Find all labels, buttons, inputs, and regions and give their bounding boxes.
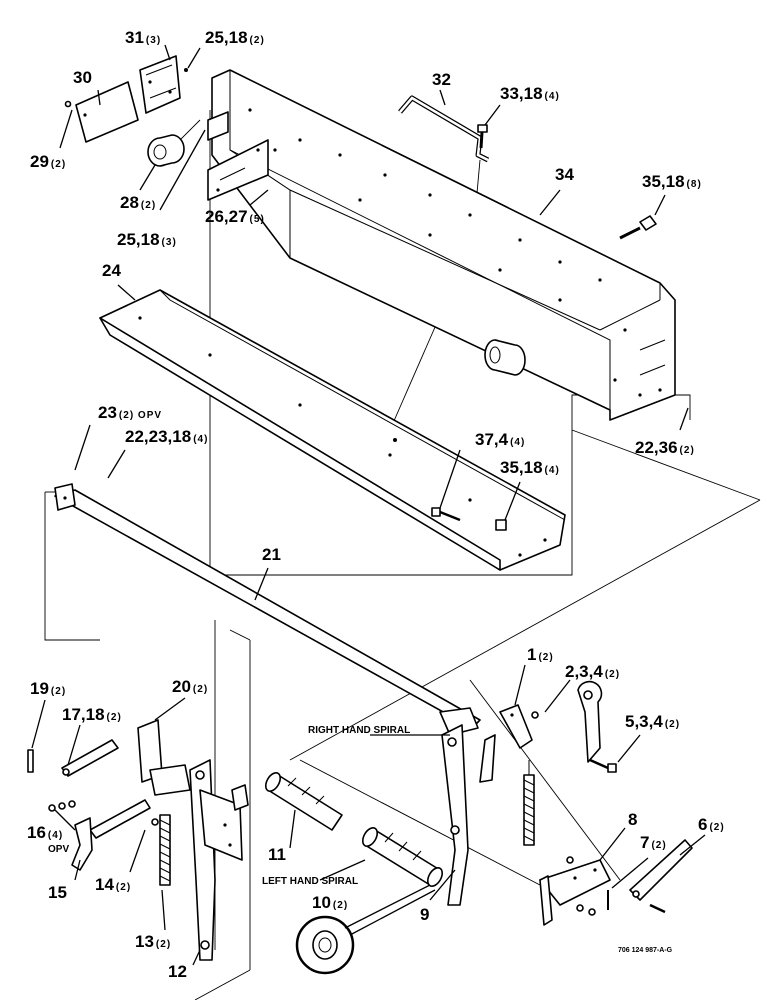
spring-19 bbox=[27, 749, 34, 773]
channel-roller bbox=[484, 339, 526, 376]
callout-32: 32 bbox=[432, 70, 451, 89]
bracket-31 bbox=[139, 55, 188, 114]
lever-9 bbox=[441, 724, 496, 906]
callout-15: 15 bbox=[48, 883, 67, 902]
bracket-plate-left bbox=[199, 784, 249, 861]
callout-2-3-4: 2,3,4(2) bbox=[565, 662, 620, 681]
bolt-5 bbox=[589, 758, 617, 773]
callout-labels: 31(3) 25,18(2) 30 29(2) 28(2) 25,18(3) 2… bbox=[27, 28, 725, 981]
callout-31: 31(3) bbox=[125, 28, 161, 47]
nut-2 bbox=[531, 711, 539, 719]
callout-22-23-18: 22,23,18(4) bbox=[125, 427, 208, 446]
callout-35-18-low: 35,18(4) bbox=[500, 458, 560, 477]
callout-37-4: 37,4(4) bbox=[475, 430, 525, 449]
bracket-8 bbox=[539, 859, 611, 926]
callout-21: 21 bbox=[262, 545, 281, 564]
callout-24: 24 bbox=[102, 261, 121, 280]
callout-17-18: 17,18(2) bbox=[62, 705, 122, 724]
callout-8: 8 bbox=[628, 810, 637, 829]
callout-30: 30 bbox=[73, 68, 92, 87]
callout-16: 16(4) bbox=[27, 823, 63, 842]
callout-34: 34 bbox=[555, 165, 574, 184]
link-5 bbox=[577, 680, 603, 763]
callout-16-opv: OPV bbox=[48, 844, 69, 855]
callout-10: 10(2) bbox=[312, 893, 348, 912]
spring-13 bbox=[159, 814, 171, 886]
bolt-33 bbox=[477, 124, 488, 149]
bushing-28 bbox=[147, 134, 185, 167]
channel-frame-34 bbox=[207, 69, 676, 421]
bracket-15 bbox=[71, 817, 93, 871]
washers-16 bbox=[48, 800, 159, 826]
callout-13: 13(2) bbox=[135, 932, 171, 951]
callout-29: 29(2) bbox=[30, 152, 66, 171]
callout-1: 1(2) bbox=[527, 645, 554, 664]
link-14 bbox=[89, 799, 151, 839]
bolt-35-lower bbox=[495, 519, 507, 531]
handle-32 bbox=[398, 95, 490, 163]
callout-25-18-top: 25,18(2) bbox=[205, 28, 265, 47]
washers-7 bbox=[566, 856, 596, 916]
callout-26-27: 26,27(5) bbox=[205, 207, 265, 226]
leader-lines bbox=[31, 44, 706, 966]
bearing-10 bbox=[295, 884, 436, 975]
callout-35-18-top: 35,18(8) bbox=[642, 172, 702, 191]
callout-20: 20(2) bbox=[172, 677, 208, 696]
spiral-roller-left bbox=[361, 827, 444, 887]
callout-6: 6(2) bbox=[698, 815, 725, 834]
link-17 bbox=[61, 739, 119, 777]
left-hand-spiral-label: LEFT HAND SPIRAL bbox=[262, 876, 358, 887]
lever-12 bbox=[189, 759, 216, 961]
callout-19: 19(2) bbox=[30, 679, 66, 698]
callout-14: 14(2) bbox=[95, 875, 131, 894]
callout-33-18: 33,18(4) bbox=[500, 84, 560, 103]
bracket-20 bbox=[137, 719, 191, 796]
bolt-37 bbox=[431, 507, 461, 522]
callout-5-3-4: 5,3,4(2) bbox=[625, 712, 680, 731]
tray-24 bbox=[99, 289, 566, 571]
callout-9: 9 bbox=[420, 905, 429, 924]
bolt-35-upper bbox=[619, 215, 657, 240]
right-hand-spiral-label: RIGHT HAND SPIRAL bbox=[308, 725, 410, 736]
callout-23: 23(2) OPV bbox=[98, 403, 162, 422]
bracket-1 bbox=[499, 704, 533, 749]
spring-right bbox=[523, 760, 535, 846]
callout-11: 11 bbox=[268, 845, 286, 864]
callout-12: 12 bbox=[168, 962, 187, 981]
callout-7: 7(2) bbox=[640, 833, 667, 852]
callout-25-18-mid: 25,18(3) bbox=[117, 230, 177, 249]
callout-22-36: 22,36(2) bbox=[635, 438, 695, 457]
drawing-code: 706 124 987-A-G bbox=[618, 947, 673, 954]
spiral-roller-right-11 bbox=[264, 772, 343, 831]
callout-28: 28(2) bbox=[120, 193, 156, 212]
plate-30 bbox=[75, 81, 139, 143]
link-6 bbox=[629, 839, 693, 914]
screw-29 bbox=[64, 100, 72, 108]
shaft-21 bbox=[54, 483, 481, 736]
